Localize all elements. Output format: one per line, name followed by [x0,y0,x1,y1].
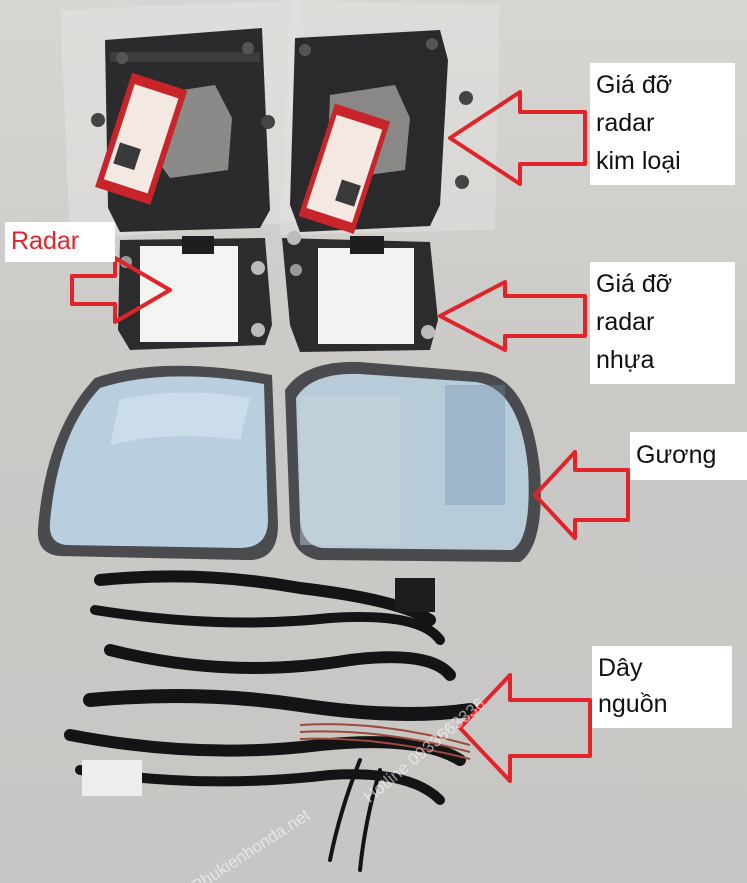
arrow-power-cable [458,673,592,783]
label-metal-bracket-line-3: kim loại [596,147,681,175]
metal-bracket-left [91,28,275,232]
label-power-cable-line-2: nguồn [598,690,668,718]
label-plastic-bracket: Giá đỡ radar nhựa [590,262,735,384]
label-radar: Radar [5,222,115,262]
label-plastic-bracket-line-3: nhựa [596,346,655,374]
label-metal-bracket: Giá đỡ radar kim loại [590,63,735,185]
arrow-plastic-bracket [438,280,587,352]
red-wire-bundle [299,723,471,760]
mirror-left [37,365,278,561]
arrow-mirror [533,450,630,540]
radar-left [118,236,272,350]
label-plastic-bracket-line-2: radar [596,308,655,336]
radar-right [282,231,438,352]
label-metal-bracket-line-1: Giá đỡ [596,71,673,99]
label-power-cable: Dây nguồn [592,646,732,728]
connector-white [82,760,142,796]
label-mirror: Gương [630,432,747,480]
label-plastic-bracket-line-1: Giá đỡ [596,270,673,298]
label-power-cable-line-1: Dây [598,654,643,682]
metal-bracket-right [290,30,473,234]
connector-black [395,578,435,612]
arrow-radar [70,256,172,324]
mirror-right [285,361,541,562]
arrow-metal-bracket [448,90,587,186]
label-metal-bracket-line-2: radar [596,109,655,137]
